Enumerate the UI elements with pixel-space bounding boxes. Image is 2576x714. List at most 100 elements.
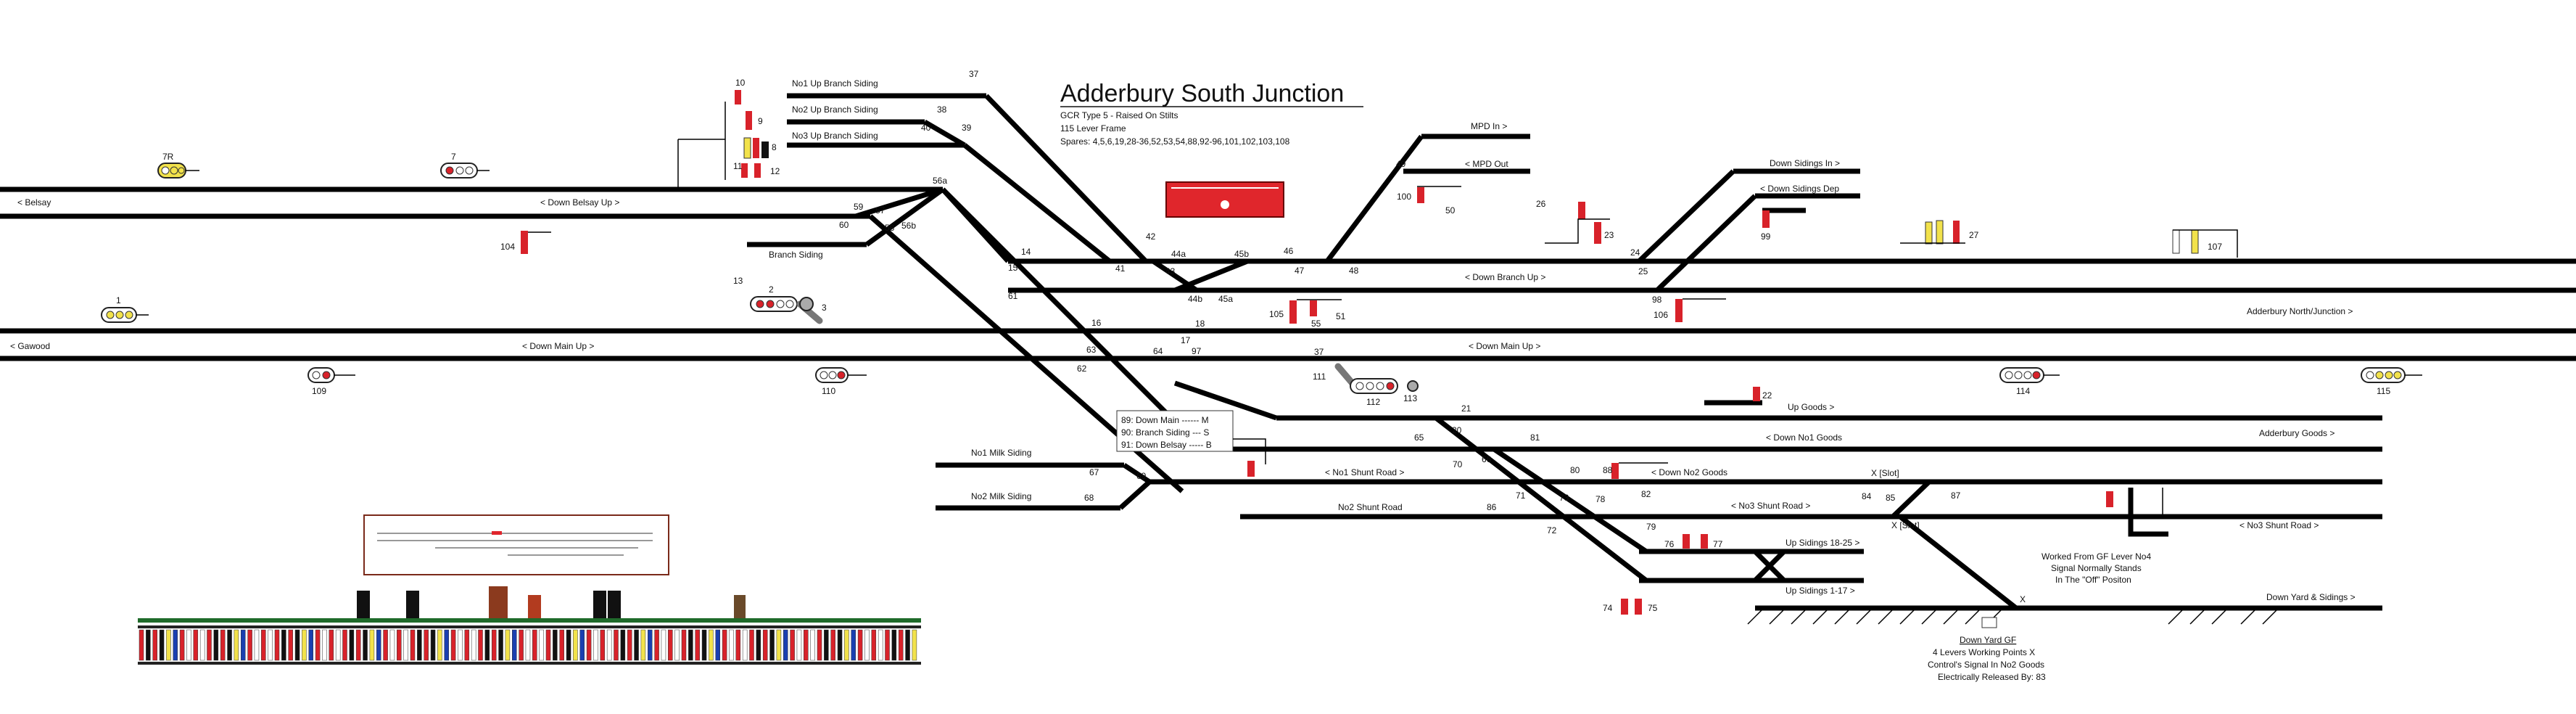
lever[interactable]: [620, 629, 626, 661]
lever[interactable]: [871, 629, 877, 661]
lever[interactable]: [281, 629, 286, 661]
lever[interactable]: [403, 629, 408, 661]
lever[interactable]: [288, 629, 293, 661]
lever[interactable]: [186, 629, 191, 661]
lever[interactable]: [478, 629, 483, 661]
lever[interactable]: [254, 629, 260, 661]
lever[interactable]: [606, 629, 612, 661]
lever[interactable]: [837, 629, 843, 661]
lever[interactable]: [389, 629, 395, 661]
lever[interactable]: [471, 629, 476, 661]
lever[interactable]: [796, 629, 802, 661]
lever[interactable]: [199, 629, 205, 661]
lever[interactable]: [193, 629, 199, 661]
lever[interactable]: [545, 629, 551, 661]
lever[interactable]: [593, 629, 598, 661]
lever[interactable]: [824, 629, 829, 661]
lever[interactable]: [179, 629, 185, 661]
lever[interactable]: [424, 629, 429, 661]
lever[interactable]: [864, 629, 870, 661]
lever[interactable]: [417, 629, 422, 661]
lever[interactable]: [491, 629, 497, 661]
lever[interactable]: [857, 629, 863, 661]
lever[interactable]: [484, 629, 490, 661]
lever[interactable]: [695, 629, 700, 661]
lever[interactable]: [152, 629, 157, 661]
lever[interactable]: [329, 629, 334, 661]
lever[interactable]: [261, 629, 266, 661]
lever[interactable]: [878, 629, 883, 661]
lever[interactable]: [166, 629, 171, 661]
lever[interactable]: [505, 629, 511, 661]
lever[interactable]: [274, 629, 280, 661]
lever[interactable]: [532, 629, 537, 661]
lever[interactable]: [464, 629, 470, 661]
lever[interactable]: [315, 629, 321, 661]
lever[interactable]: [430, 629, 436, 661]
lever[interactable]: [559, 629, 564, 661]
lever[interactable]: [227, 629, 232, 661]
lever[interactable]: [891, 629, 897, 661]
lever[interactable]: [762, 629, 768, 661]
lever[interactable]: [634, 629, 639, 661]
lever[interactable]: [769, 629, 775, 661]
lever[interactable]: [783, 629, 788, 661]
lever[interactable]: [674, 629, 680, 661]
lever[interactable]: [614, 629, 619, 661]
lever[interactable]: [701, 629, 707, 661]
lever[interactable]: [566, 629, 571, 661]
lever[interactable]: [234, 629, 239, 661]
lever[interactable]: [512, 629, 517, 661]
lever[interactable]: [376, 629, 381, 661]
lever[interactable]: [410, 629, 416, 661]
lever[interactable]: [817, 629, 822, 661]
lever[interactable]: [627, 629, 632, 661]
lever[interactable]: [458, 629, 463, 661]
lever[interactable]: [207, 629, 212, 661]
lever[interactable]: [450, 629, 456, 661]
lever[interactable]: [342, 629, 347, 661]
lever[interactable]: [668, 629, 673, 661]
lever[interactable]: [573, 629, 578, 661]
lever[interactable]: [268, 629, 273, 661]
lever[interactable]: [349, 629, 355, 661]
lever[interactable]: [600, 629, 606, 661]
lever[interactable]: [851, 629, 856, 661]
lever[interactable]: [539, 629, 544, 661]
lever[interactable]: [579, 629, 585, 661]
lever[interactable]: [804, 629, 809, 661]
lever[interactable]: [830, 629, 835, 661]
lever[interactable]: [498, 629, 503, 661]
lever[interactable]: [159, 629, 165, 661]
lever[interactable]: [722, 629, 727, 661]
lever[interactable]: [173, 629, 178, 661]
lever[interactable]: [213, 629, 219, 661]
lever[interactable]: [715, 629, 720, 661]
lever[interactable]: [519, 629, 524, 661]
lever[interactable]: [905, 629, 910, 661]
lever[interactable]: [241, 629, 246, 661]
lever[interactable]: [553, 629, 558, 661]
lever[interactable]: [810, 629, 815, 661]
lever[interactable]: [139, 629, 144, 661]
lever[interactable]: [355, 629, 361, 661]
lever[interactable]: [383, 629, 388, 661]
lever[interactable]: [885, 629, 890, 661]
lever[interactable]: [661, 629, 666, 661]
lever[interactable]: [729, 629, 734, 661]
lever[interactable]: [437, 629, 442, 661]
lever[interactable]: [322, 629, 327, 661]
lever[interactable]: [444, 629, 449, 661]
lever[interactable]: [369, 629, 375, 661]
lever[interactable]: [363, 629, 368, 661]
lever[interactable]: [681, 629, 687, 661]
lever[interactable]: [397, 629, 402, 661]
lever[interactable]: [749, 629, 754, 661]
lever[interactable]: [335, 629, 341, 661]
lever[interactable]: [308, 629, 313, 661]
lever[interactable]: [735, 629, 741, 661]
lever[interactable]: [525, 629, 531, 661]
lever[interactable]: [776, 629, 782, 661]
lever[interactable]: [220, 629, 226, 661]
lever[interactable]: [898, 629, 904, 661]
